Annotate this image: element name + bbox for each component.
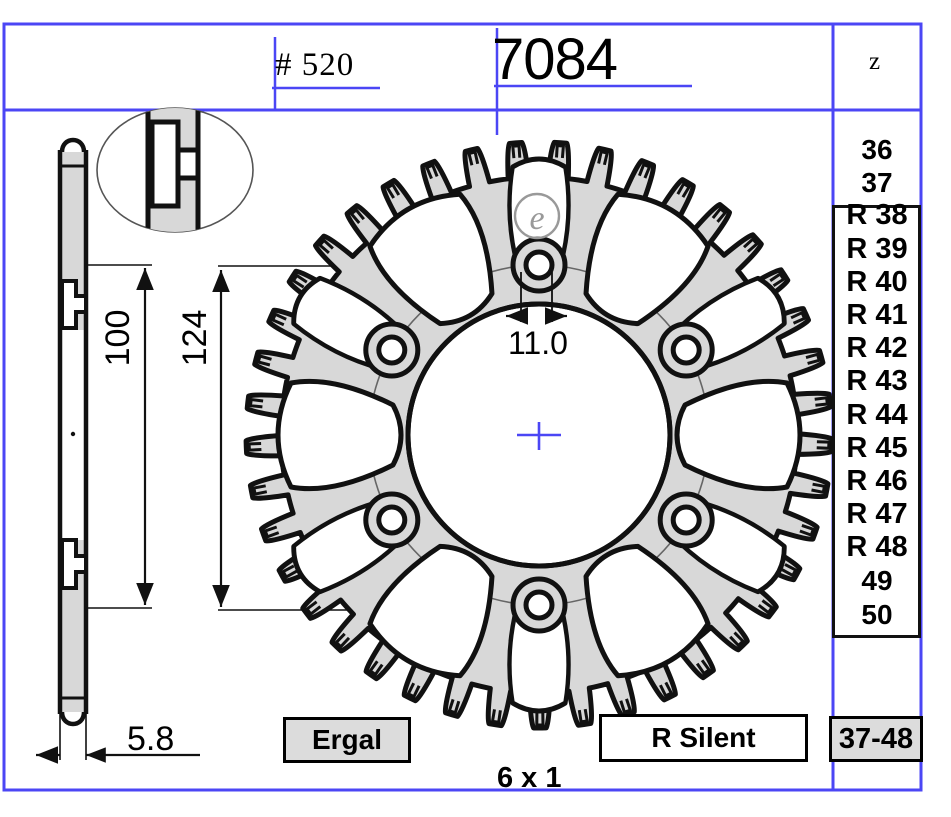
tooth-notch [816,440,831,450]
dimension-label-100: 100 [99,309,137,367]
teeth-count-row[interactable]: R 40 [846,265,908,298]
tooth-notch [757,599,775,615]
spoke-window [583,543,711,679]
tooth-notch [619,698,633,714]
teeth-count-row[interactable]: R 46 [846,464,908,497]
type-badge[interactable]: R Silent [599,714,808,762]
tooth-notch [814,396,829,407]
tooth-notch [711,206,728,223]
tooth-detail-circle [96,107,254,233]
bolt-hole [376,504,408,536]
tooth-notch [659,681,674,698]
chain-pitch-label: # 520 [275,47,355,83]
tooth-notch [304,600,322,617]
teeth-count-row[interactable]: R 39 [846,232,908,265]
spoke-window [275,378,404,492]
teeth-count-row[interactable]: R 45 [846,431,908,464]
r-series-group-box [832,205,921,638]
dimension-label-124: 124 [176,309,214,367]
tooth-notch [676,181,692,198]
tooth-notch [535,712,545,727]
tooth-notch [447,698,461,715]
tooth-notch [349,207,365,224]
teeth-count-row[interactable]: 49 [861,565,893,597]
teeth-count-row[interactable]: R 41 [846,298,908,331]
tooth-notch [729,631,746,648]
tooth-notch [252,484,268,496]
dimension-5-8 [36,714,200,764]
tooth-notch [790,310,807,325]
tooth-notch [406,682,421,699]
bolt-hole [670,334,702,366]
tooth-notch [256,354,272,367]
center-crosshair [517,422,561,450]
tooth-notch [368,660,384,677]
spoke-window [674,378,803,492]
sprocket-front-view: e [243,139,835,731]
center-bore [405,301,673,569]
tooth-notch [781,563,798,578]
spoke-window [583,191,711,327]
tooth-notch [805,352,822,365]
tooth-notch [742,236,760,253]
teeth-count-row[interactable]: 36 [861,134,893,165]
title-guide-lines [272,28,692,135]
dimension-label-5-8: 5.8 [127,720,175,758]
tooth-notch [467,150,480,166]
tooth-notch [291,273,308,289]
tooth-notch [424,163,439,180]
tooth-notch [511,144,522,159]
bolt-hole [670,504,702,536]
tooth-notch [385,182,401,199]
bolt-pattern-label: 6 x 1 [497,762,562,794]
tooth-notch [334,632,351,649]
teeth-count-row[interactable]: R 48 [846,531,908,564]
tooth-notch [248,397,264,409]
tooth-notch [270,312,287,327]
page-title: 7084 [492,27,618,92]
tooth-notch [811,482,827,495]
teeth-count-row[interactable]: R 44 [846,398,908,431]
teeth-count-row[interactable]: R 47 [846,498,908,531]
range-badge-label: 37-48 [838,722,914,755]
tooth-notch [263,525,280,539]
dimension-11-0 [506,272,567,325]
bolt-hole [376,334,408,366]
teeth-count-row[interactable]: R 38 [846,199,908,232]
side-section-view [56,137,89,727]
tooth-notch [638,162,652,179]
tooth-notch [597,149,610,166]
bolt-hole [523,589,555,621]
tooth-notch [247,442,262,452]
type-badge-label: R Silent [651,722,756,753]
tooth-notch [317,238,334,255]
dimension-100 [86,264,154,609]
dimension-label-11-0: 11.0 [508,325,568,361]
tooth-notch [490,709,502,724]
teeth-count-row[interactable]: 50 [861,598,893,630]
teeth-column-header: z [869,48,881,75]
teeth-count-row[interactable]: R 42 [846,332,908,365]
spoke-window [367,543,495,679]
tooth-notch [281,564,298,580]
e-mark-logo: e [513,192,561,240]
material-badge-label: Ergal [311,724,383,755]
tooth-notch [577,708,589,724]
material-badge[interactable]: Ergal [283,717,411,763]
tooth-notch [799,523,816,538]
svg-text:e: e [529,200,544,237]
range-badge[interactable]: 37-48 [829,716,923,762]
spoke-window [367,191,495,327]
teeth-count-row[interactable]: 37 [861,167,893,199]
bolt-hole [523,249,555,281]
teeth-count-row[interactable]: R 43 [846,365,908,398]
tooth-notch [555,144,566,159]
tooth-notch [769,271,786,287]
tooth-notch [695,659,712,676]
